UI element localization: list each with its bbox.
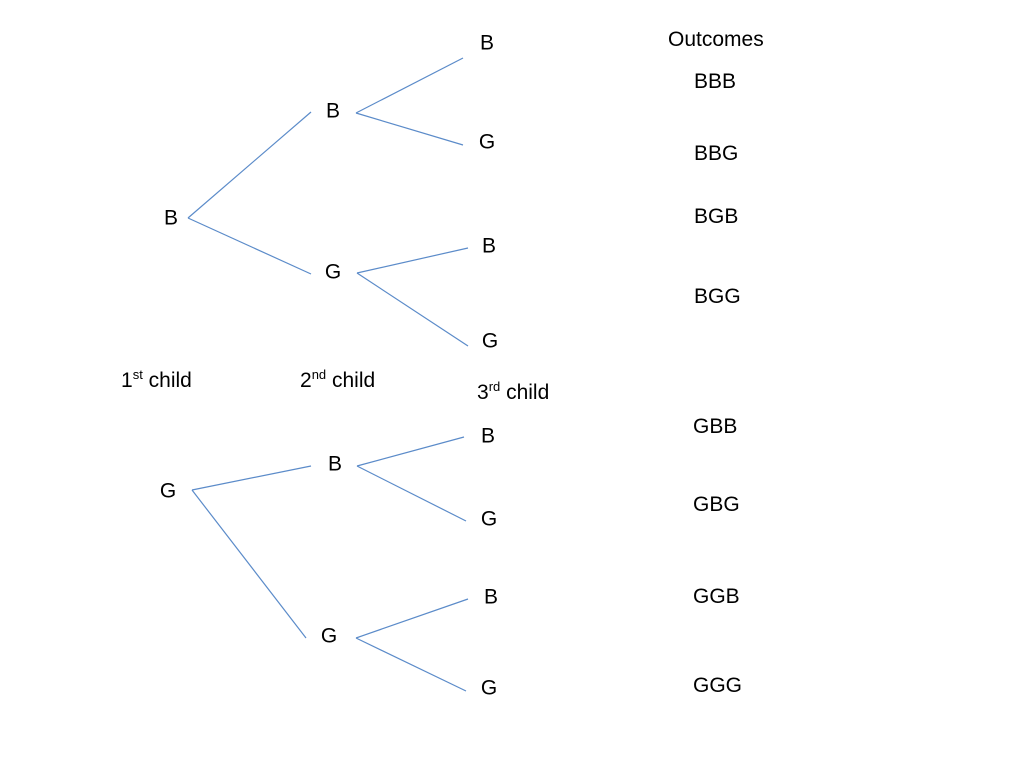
outcome-ggb: GGB: [693, 585, 740, 608]
second-child-text: child: [326, 369, 376, 392]
outcome-bgb: BGB: [694, 205, 739, 228]
node-second-boy-g: G: [324, 260, 342, 284]
edge-b-to-bg: [187, 217, 312, 275]
node-second-boy-b: B: [325, 99, 341, 123]
node-first-boy: B: [163, 206, 179, 230]
edge-bg-to-bgg: [356, 272, 469, 347]
outcome-gbb: GBB: [693, 415, 738, 438]
node-third-bgb: B: [481, 234, 497, 258]
third-child-num: 3: [477, 381, 489, 404]
outcome-bbb: BBB: [694, 70, 737, 93]
second-child-num: 2: [300, 369, 312, 392]
edge-gg-to-ggg: [355, 637, 467, 692]
node-third-gbg: G: [480, 507, 498, 531]
edge-g-to-gb: [191, 465, 312, 491]
first-child-text: child: [142, 369, 192, 392]
edge-bb-to-bbg: [355, 112, 464, 146]
outcome-bgg: BGG: [694, 285, 741, 308]
second-child-label: 2nd child: [300, 367, 376, 392]
second-child-suffix: nd: [311, 367, 327, 382]
node-third-ggb: B: [483, 585, 499, 609]
first-child-num: 1: [121, 369, 133, 392]
node-second-girl-b: B: [327, 452, 343, 476]
edge-b-to-bb: [187, 111, 312, 219]
outcome-gbg: GBG: [693, 493, 740, 516]
third-child-text: child: [500, 381, 550, 404]
node-second-girl-g: G: [320, 624, 338, 648]
first-child-suffix: st: [132, 367, 143, 382]
edge-gg-to-ggb: [355, 598, 469, 639]
first-child-label: 1st child: [121, 367, 192, 392]
node-third-ggg: G: [480, 676, 498, 700]
outcome-ggg: GGG: [693, 674, 743, 697]
third-child-suffix: rd: [488, 379, 501, 394]
outcome-bbg: BBG: [694, 142, 739, 165]
node-third-gbb: B: [480, 424, 496, 448]
edge-g-to-gg: [191, 489, 307, 639]
outcomes-title: Outcomes: [668, 28, 764, 51]
edge-bg-to-bgb: [356, 247, 469, 274]
node-third-bbg: G: [478, 130, 496, 154]
third-child-label: 3rd child: [477, 379, 550, 404]
node-third-bbb: B: [479, 31, 495, 55]
node-first-girl: G: [159, 479, 177, 503]
edge-gb-to-gbb: [356, 436, 465, 467]
edge-bb-to-bbb: [355, 57, 464, 114]
edge-gb-to-gbg: [356, 465, 467, 522]
node-third-bgg: G: [481, 329, 499, 353]
